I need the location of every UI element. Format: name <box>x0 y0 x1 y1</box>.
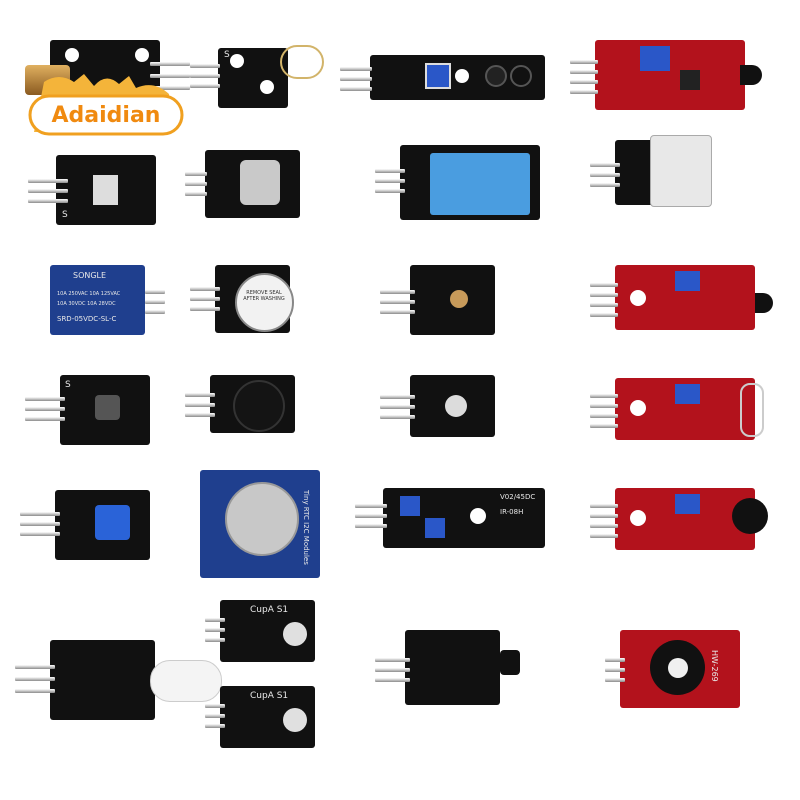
tilt-switch-module: S <box>28 155 158 230</box>
potentiometer <box>675 271 700 291</box>
switch <box>93 175 118 205</box>
cup-sensor <box>283 622 307 646</box>
reed-switch-module: S <box>190 40 324 110</box>
cup-switch-module-1: CupA S1 <box>205 600 320 665</box>
coin-battery <box>225 482 299 556</box>
potentiometer-1 <box>400 496 420 516</box>
pin-label-s: S <box>65 380 71 390</box>
flame-label: HW-269 <box>710 650 719 682</box>
led <box>445 395 467 417</box>
tilt-ball-module <box>20 490 155 565</box>
reed-switch <box>740 383 764 437</box>
dht11-module <box>375 145 545 225</box>
ir-receiver <box>510 65 532 87</box>
cup-label-2: CupA S1 <box>250 691 289 701</box>
rtc-label: Tiny RTC I2C Modules <box>302 490 310 565</box>
pin-label-s: S <box>62 210 68 220</box>
rtc-module: Tiny RTC I2C Modules <box>200 470 325 580</box>
transistor <box>500 650 520 675</box>
photoresistor <box>450 290 468 308</box>
encoder-knob <box>240 160 280 205</box>
buzzer <box>233 380 285 432</box>
reed-glass <box>280 45 324 79</box>
button-module: S <box>25 375 155 450</box>
push-button <box>95 395 120 420</box>
cup-label-1: CupA S1 <box>250 605 289 615</box>
flame-led-red-module: HW-269 <box>605 630 755 710</box>
potentiometer-2 <box>425 518 445 538</box>
passive-buzzer-module <box>185 375 305 435</box>
relay-module: SONGLE 10A 250VAC 10A 125VAC 10A 30VDC 1… <box>45 265 165 340</box>
hall-sensor <box>740 65 762 85</box>
photoresistor-module <box>380 265 500 335</box>
brand-logo: Adaidian <box>24 72 189 146</box>
temp-sensor-red-module <box>590 265 780 335</box>
potentiometer <box>675 384 700 404</box>
ir-label: IR-08H <box>500 508 524 516</box>
led-lens <box>668 658 688 678</box>
potentiometer <box>425 63 451 89</box>
buzzer-sticker <box>235 273 294 332</box>
reed-sensor-red-module <box>590 378 780 443</box>
ir-obstacle-module: V02/45DC IR-08H <box>355 488 550 553</box>
relay-rating-1: 10A 250VAC 10A 125VAC <box>57 291 121 297</box>
rgb-led-module <box>380 375 500 440</box>
potentiometer <box>640 46 670 71</box>
dht11-sensor <box>430 153 530 215</box>
ir-label-2: V02/45DC <box>500 493 536 501</box>
cup-sensor <box>283 708 307 732</box>
knock-sensor <box>650 135 712 207</box>
relay-brand: SONGLE <box>73 271 107 280</box>
relay-rating-2: 10A 30VDC 10A 28VDC <box>57 301 116 307</box>
temperature-transistor-module <box>375 630 535 710</box>
line-tracking-module <box>340 55 550 105</box>
hall-sensor-red-module <box>570 40 775 120</box>
rotary-encoder-module <box>185 150 305 220</box>
cup-switch-module-2: CupA S1 <box>205 686 320 751</box>
temp-sensor <box>755 293 773 313</box>
ir-led <box>485 65 507 87</box>
tilt-ball <box>95 505 130 540</box>
potentiometer <box>675 494 700 514</box>
sound-sensor-red-module <box>590 488 780 553</box>
pin-label-s: S <box>224 50 230 60</box>
chip <box>680 70 700 90</box>
knock-sensor-module <box>590 135 715 210</box>
relay-model: SRD-05VDC-SL-C <box>57 315 117 323</box>
active-buzzer-module: REMOVE SEAL AFTER WASHING <box>190 265 300 335</box>
rgb-led <box>150 660 222 702</box>
svg-text:Adaidian: Adaidian <box>52 103 161 128</box>
buzzer-sticker-text: REMOVE SEAL AFTER WASHING <box>243 290 285 302</box>
rgb-led-big-module <box>15 640 222 725</box>
microphone <box>732 498 768 534</box>
